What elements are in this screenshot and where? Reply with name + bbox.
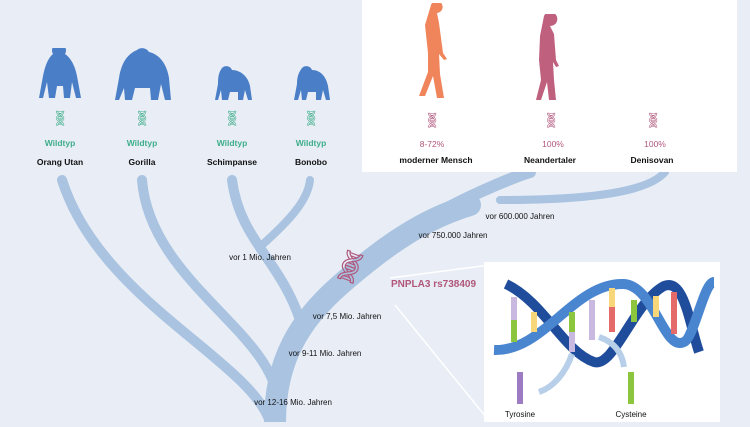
tyrosine-label: Tyrosine	[504, 410, 536, 419]
time-label: vor 7,5 Mio. Jahren	[312, 312, 382, 321]
dna-icon: 🧬︎	[133, 110, 151, 126]
branch-orang-utan	[57, 175, 275, 422]
orang-utan-silhouette-icon	[39, 48, 81, 98]
human-name: Denisovan	[630, 155, 674, 165]
tyrosine-base-icon	[517, 372, 523, 404]
human-name: moderner Mensch	[399, 155, 473, 165]
human-percent: 8-72%	[419, 139, 445, 149]
dna-icon: 🧬︎	[423, 112, 441, 128]
branch-gorilla	[137, 175, 283, 405]
branch-chimp-bonobo	[227, 175, 305, 325]
bonobo-silhouette-icon	[294, 66, 330, 100]
callout-line	[394, 304, 491, 422]
gene-label: PNPLA3 rs738409	[391, 279, 477, 290]
human-percent: 100%	[542, 139, 564, 149]
ape-status: Wildtyp	[44, 138, 76, 148]
human-name: Neandertaler	[524, 155, 576, 165]
time-label: vor 1 Mio. Jahren	[229, 253, 291, 262]
cysteine-base-icon	[628, 372, 634, 404]
ape-name: Gorilla	[128, 157, 156, 167]
time-label: vor 750.000 Jahren	[418, 231, 488, 240]
branch-human	[434, 166, 536, 218]
dna-icon: 🧬︎	[223, 110, 241, 126]
dna-icon: 🧬︎	[302, 110, 320, 126]
ape-name: Schimpanse	[206, 157, 258, 167]
neanderthal-silhouette-icon	[536, 14, 559, 100]
ape-name: Orang Utan	[36, 157, 84, 167]
dna-helix-icon	[493, 277, 717, 404]
time-label: vor 9-11 Mio. Jahren	[288, 349, 362, 358]
callout-line	[389, 264, 491, 279]
chimpanzee-silhouette-icon	[215, 66, 252, 100]
dna-icon: 🧬︎	[51, 110, 69, 126]
branch-denisovan	[496, 168, 669, 204]
time-label: vor 600.000 Jahren	[485, 212, 555, 221]
ape-name: Bonobo	[294, 157, 328, 167]
ape-status: Wildtyp	[295, 138, 327, 148]
branch-bonobo	[258, 176, 314, 249]
time-label: vor 12-16 Mio. Jahren	[254, 398, 332, 407]
ape-status: Wildtyp	[216, 138, 248, 148]
gorilla-silhouette-icon	[115, 48, 171, 100]
human-percent: 100%	[644, 139, 666, 149]
dna-icon: 🧬︎	[644, 112, 662, 128]
cysteine-label: Cysteine	[615, 410, 647, 419]
ape-status: Wildtyp	[126, 138, 158, 148]
dna-icon: 🧬︎	[542, 112, 560, 128]
mutation-inset: Tyrosine Cysteine	[484, 262, 720, 422]
trunk	[264, 194, 481, 422]
modern-human-silhouette-icon	[419, 3, 447, 98]
